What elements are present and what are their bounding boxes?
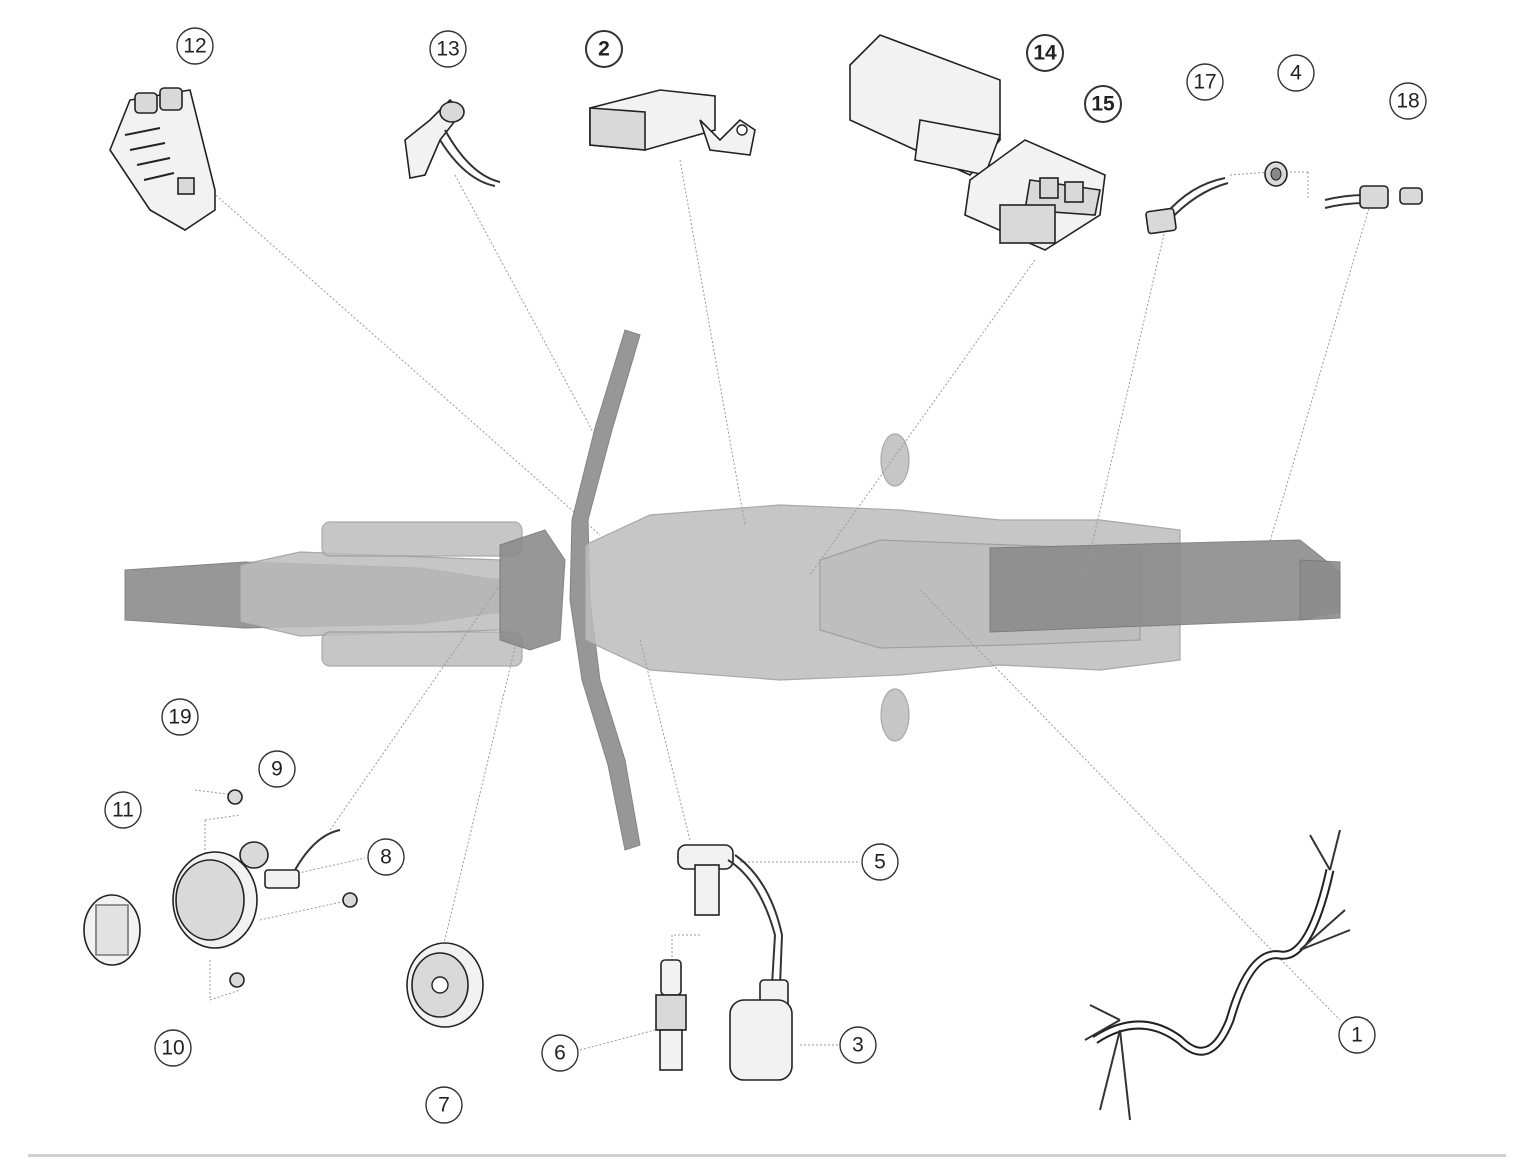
- callout-4: 4: [1277, 54, 1315, 92]
- rear-tyre: [1299, 559, 1341, 621]
- callout-label: 1: [1351, 1024, 1363, 1047]
- callout-label: 15: [1091, 93, 1115, 116]
- callout-7: 7: [425, 1086, 463, 1124]
- callout-label: 10: [161, 1037, 184, 1060]
- callout-19: 19: [161, 698, 199, 736]
- callout-14: 14: [1026, 34, 1064, 72]
- callout-10: 10: [154, 1029, 192, 1067]
- callout-label: 2: [598, 38, 610, 61]
- callout-12: 12: [176, 27, 214, 65]
- footpeg-left: [880, 433, 910, 487]
- callout-3: 3: [839, 1026, 877, 1064]
- callout-13: 13: [429, 30, 467, 68]
- callout-label: 11: [112, 799, 134, 822]
- fork-tube-left: [321, 521, 523, 557]
- callout-9: 9: [258, 750, 296, 788]
- callout-label: 12: [183, 35, 206, 58]
- callout-8: 8: [367, 838, 405, 876]
- callout-5: 5: [861, 843, 899, 881]
- callout-label: 19: [168, 706, 191, 729]
- ignition-coil: [729, 934, 793, 1081]
- callout-label: 5: [874, 851, 886, 874]
- callout-label: 7: [438, 1094, 450, 1117]
- number-plate: [499, 529, 566, 651]
- motorcycle-top-view: [124, 329, 1341, 851]
- callout-label: 13: [436, 38, 459, 61]
- headlight-assembly: [83, 789, 358, 988]
- relay-box: [849, 34, 1106, 251]
- callout-2: 2: [585, 30, 623, 68]
- callout-18: 18: [1389, 82, 1427, 120]
- callout-label: 9: [271, 758, 283, 781]
- cdi-unit: [589, 89, 756, 156]
- footpeg-right: [880, 688, 910, 742]
- callout-1: 1: [1338, 1016, 1376, 1054]
- callout-label: 17: [1193, 71, 1216, 94]
- clutch-switch: [404, 98, 501, 187]
- connector-17: [1145, 177, 1229, 235]
- callout-label: 6: [554, 1042, 566, 1065]
- leader-lines: [194, 159, 1371, 1051]
- bottom-divider: [28, 1154, 1506, 1157]
- grommet-4: [1264, 161, 1288, 187]
- left-switch-housing: [109, 87, 216, 231]
- callout-label: 8: [380, 846, 392, 869]
- callout-15: 15: [1084, 85, 1122, 123]
- callout-label: 14: [1033, 42, 1057, 65]
- callout-label: 18: [1396, 90, 1419, 113]
- spark-plug: [655, 959, 687, 1071]
- callout-label: 4: [1290, 62, 1302, 85]
- fork-tube-right: [321, 631, 523, 667]
- callout-11: 11: [104, 791, 142, 829]
- horn: [406, 942, 484, 1028]
- rear-fender: [989, 539, 1341, 633]
- bulb-socket-18: [1324, 185, 1423, 209]
- front-fender: [239, 551, 501, 637]
- spark-plug-cap: [677, 844, 783, 936]
- callout-17: 17: [1186, 63, 1224, 101]
- wiring-harness: [1084, 829, 1351, 1121]
- handlebar: [569, 329, 641, 851]
- callout-label: 3: [852, 1034, 864, 1057]
- callout-6: 6: [541, 1034, 579, 1072]
